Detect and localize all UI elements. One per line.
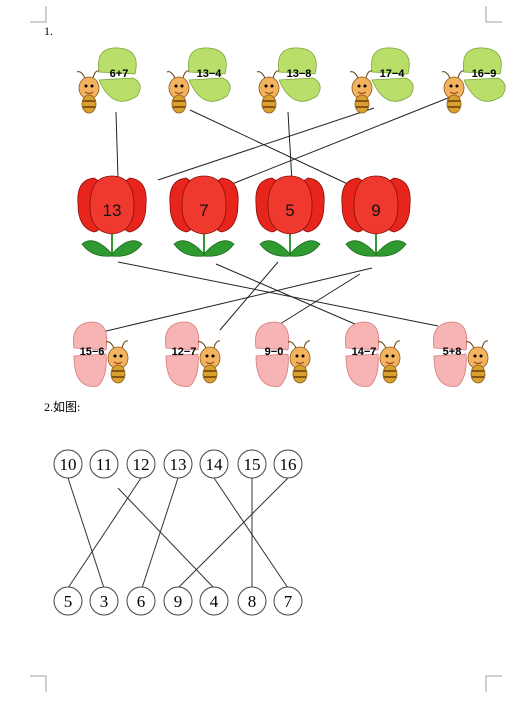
tulip-number: 13 <box>103 201 122 220</box>
bee-card-top: 13−4 <box>166 47 231 114</box>
bee-expression: 13−4 <box>197 68 223 80</box>
top-number-circle: 13 <box>163 449 193 479</box>
bee-card-top: 16−9 <box>441 47 506 114</box>
bee-card-top: 13−8 <box>256 47 321 114</box>
tulip-card: 9 <box>341 175 411 257</box>
bee-card-bottom: 12−7 <box>165 321 221 387</box>
circle-number: 4 <box>210 592 219 611</box>
circle-number: 16 <box>280 455 297 474</box>
bottom-number-circle: 5 <box>53 586 83 616</box>
circle-number: 15 <box>244 455 261 474</box>
tulip-card: 7 <box>169 175 239 257</box>
bee-card-bottom: 9−0 <box>255 321 311 387</box>
tulip-number: 7 <box>199 201 208 220</box>
circle-number: 6 <box>137 592 146 611</box>
top-number-circle: 10 <box>53 449 83 479</box>
section-2-label: 2.如图: <box>44 400 81 414</box>
tulip-number: 5 <box>285 201 294 220</box>
bee-expression: 16−9 <box>472 68 497 80</box>
bottom-number-circle: 6 <box>126 586 156 616</box>
bee-expression: 17−4 <box>380 68 406 80</box>
bee-expression: 9−0 <box>265 346 284 358</box>
circle-number: 5 <box>64 592 73 611</box>
bee-card-bottom: 14−7 <box>345 321 401 387</box>
circle-number: 12 <box>133 455 150 474</box>
tulip-card: 5 <box>255 175 325 257</box>
circle-number: 3 <box>100 592 109 611</box>
bee-expression: 15−6 <box>80 346 105 358</box>
circle-number: 13 <box>170 455 187 474</box>
top-number-circle: 14 <box>199 449 229 479</box>
top-number-circle: 11 <box>89 449 119 479</box>
top-number-circle: 16 <box>273 449 303 479</box>
circle-number: 9 <box>174 592 183 611</box>
circle-number: 11 <box>96 455 112 474</box>
bottom-number-circle: 7 <box>273 586 303 616</box>
answer-lines-2 <box>67 477 289 589</box>
bee-card-top: 6+7 <box>76 47 141 114</box>
tulip-number: 9 <box>371 201 380 220</box>
bee-card-bottom: 15−6 <box>73 321 129 387</box>
bottom-number-circle: 4 <box>199 586 229 616</box>
circle-number: 14 <box>206 455 224 474</box>
bottom-number-circle: 8 <box>237 586 267 616</box>
bee-expression: 6+7 <box>110 68 129 80</box>
tulip-card: 13 <box>77 175 147 257</box>
bee-expression: 12−7 <box>172 346 197 358</box>
circle-number: 7 <box>284 592 293 611</box>
bottom-number-circle: 3 <box>89 586 119 616</box>
bee-card-bottom: 5+8 <box>433 321 489 387</box>
bee-card-top: 17−4 <box>349 47 414 114</box>
top-number-circle: 12 <box>126 449 156 479</box>
matching-exercise-1: 6+7 13−4 13−8 17−4 16−9 13 7 5 9 15−6 12−7 9−0 14−… <box>73 47 506 387</box>
bee-expression: 14−7 <box>352 346 377 358</box>
top-number-circle: 15 <box>237 449 267 479</box>
bee-expression: 13−8 <box>287 68 312 80</box>
circle-number: 8 <box>248 592 257 611</box>
bottom-number-circle: 9 <box>163 586 193 616</box>
answer-lines-1 <box>101 93 459 335</box>
section-1-label: 1. <box>44 24 53 38</box>
bee-expression: 5+8 <box>443 346 462 358</box>
circle-number: 10 <box>60 455 77 474</box>
